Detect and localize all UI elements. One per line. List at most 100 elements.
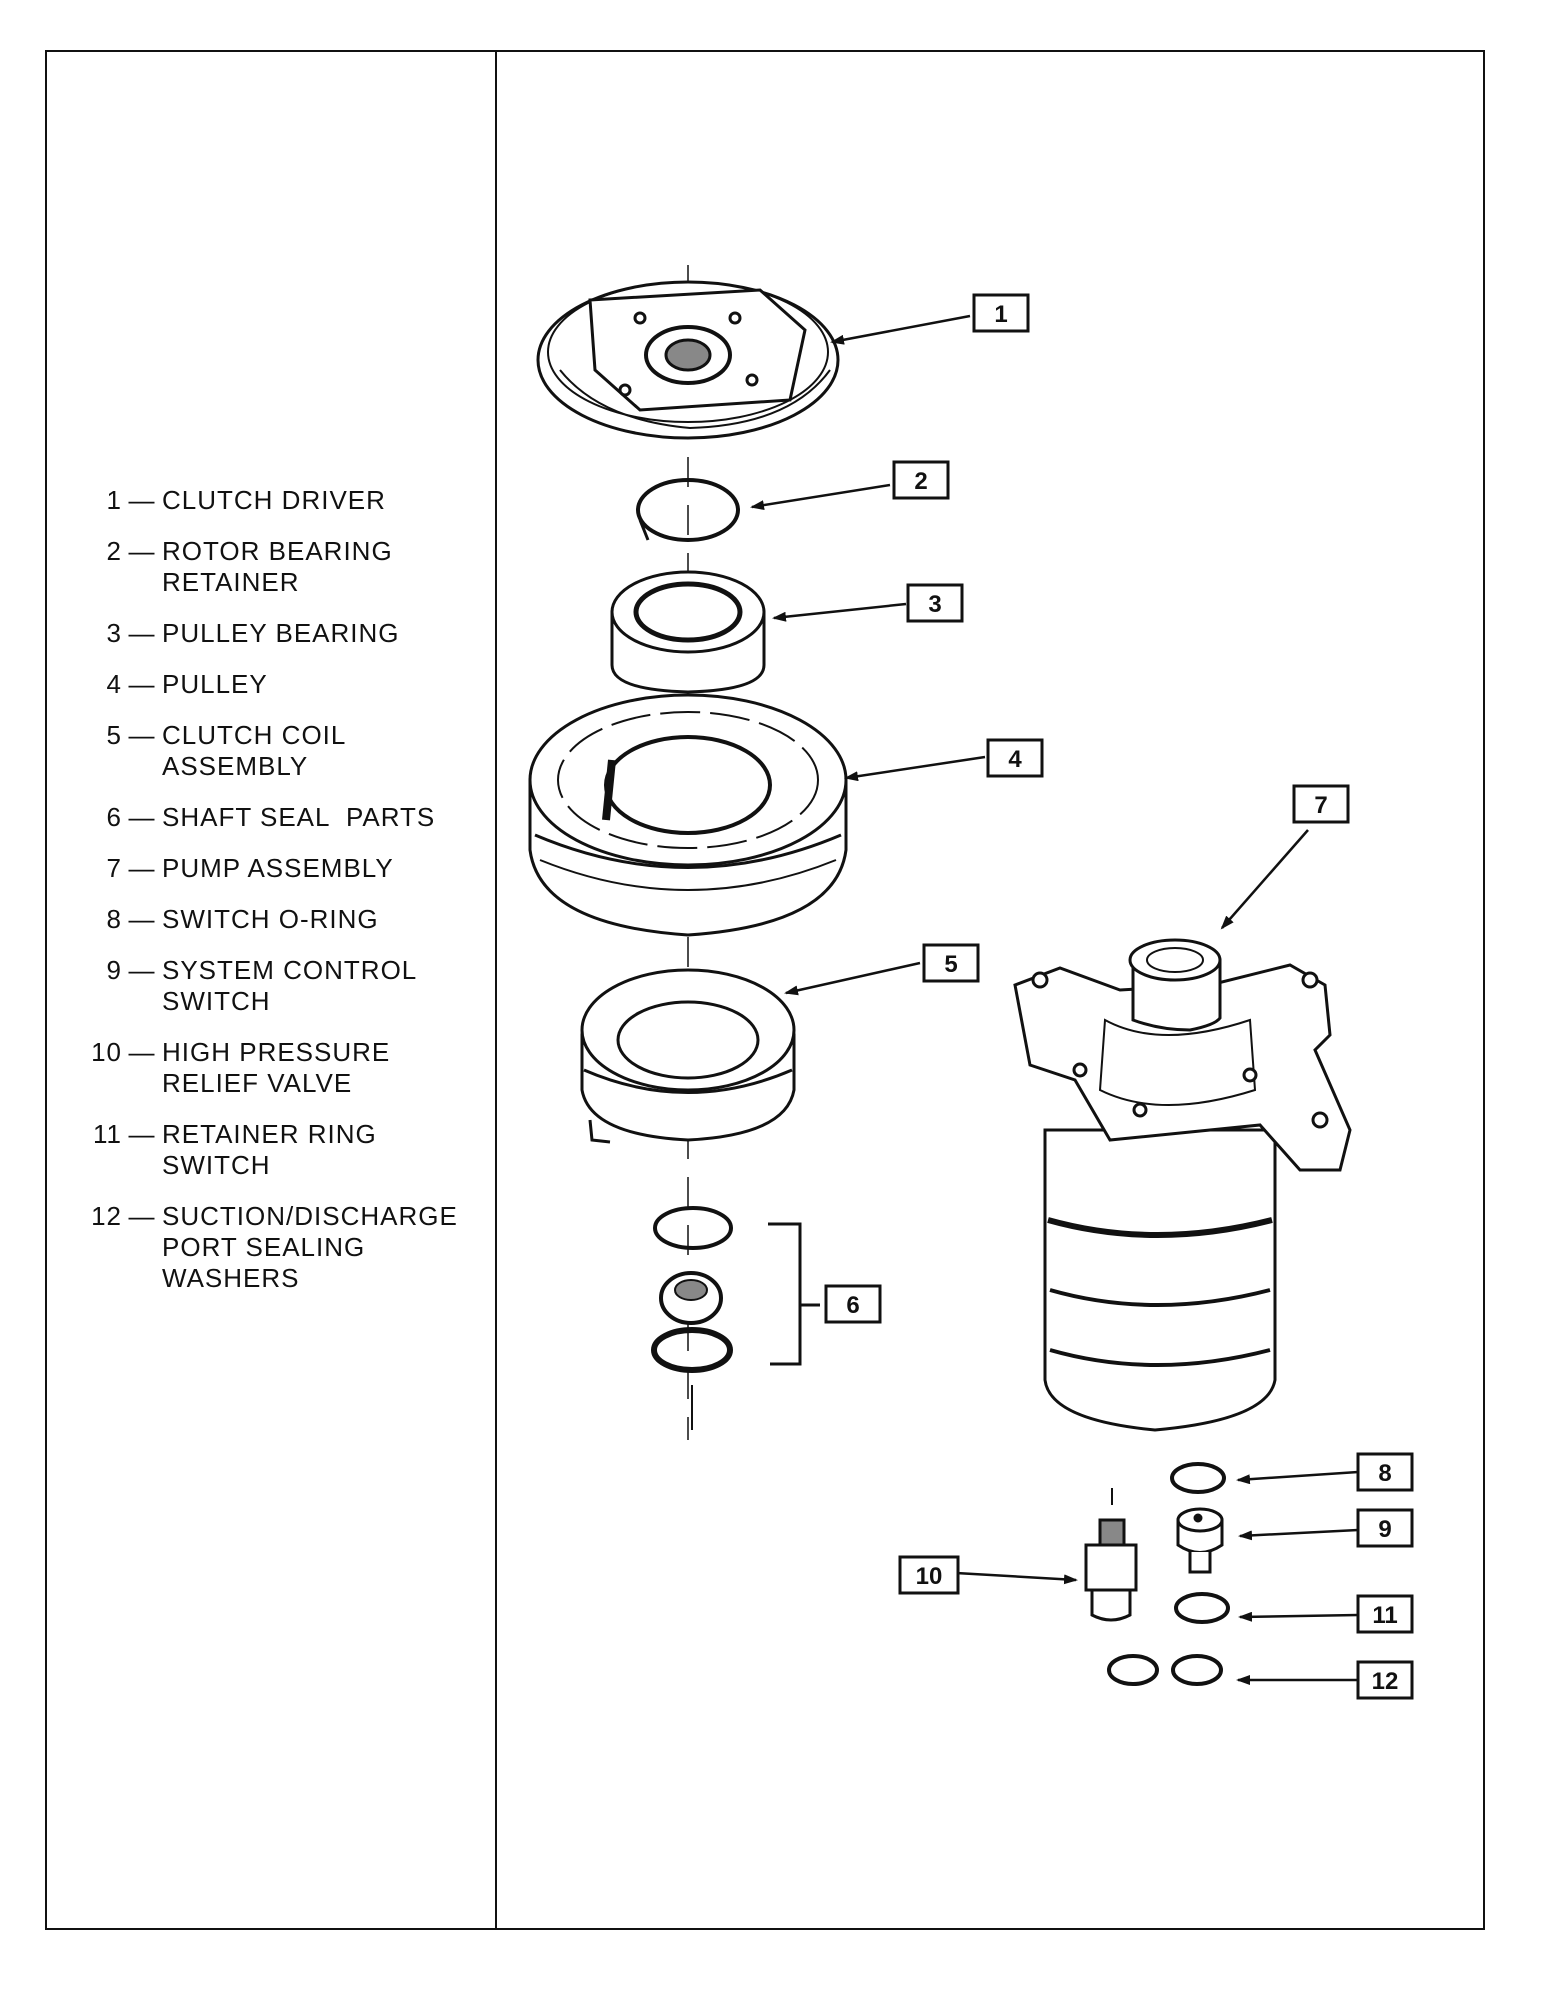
- leader-arrow-10: [955, 1571, 1078, 1585]
- legend-dash: —: [128, 955, 156, 985]
- callout-number-5: 5: [944, 951, 957, 978]
- legend-label-line: PULLEY: [162, 669, 268, 699]
- legend-label-line: HIGH PRESSURE: [162, 1037, 391, 1067]
- clutch-driver-part: [536, 280, 840, 440]
- callout-box-3: [906, 583, 964, 623]
- legend-dash: —: [128, 1201, 156, 1231]
- legend-label-line: CLUTCH COIL: [162, 720, 347, 750]
- legend-dash: —: [128, 720, 156, 750]
- leader-arrow-9: [1238, 1528, 1359, 1541]
- rotor-bearing-retainer-part: [636, 478, 740, 542]
- legend-number: 12: [91, 1201, 122, 1231]
- callout-box-7: [1292, 784, 1350, 824]
- leader-arrow-3: [772, 602, 907, 622]
- legend-dash: —: [128, 904, 156, 934]
- legend-label-line: SWITCH: [162, 1150, 271, 1180]
- legend-label-line: PORT SEALING: [162, 1232, 366, 1262]
- callout-box-6: [824, 1284, 882, 1324]
- callout-box-11: [1356, 1594, 1414, 1634]
- legend-label-line: PUMP ASSEMBLY: [162, 853, 394, 883]
- legend-number: 3: [106, 618, 122, 648]
- legend-item: 4—PULLEY: [72, 669, 492, 700]
- legend-dash: —: [128, 1037, 156, 1067]
- legend-dash: —: [128, 485, 156, 515]
- callout-number-11: 11: [1372, 1602, 1397, 1629]
- legend-label-line: ROTOR BEARING: [162, 536, 393, 566]
- legend-number: 6: [106, 802, 122, 832]
- callout-number-9: 9: [1378, 1516, 1391, 1543]
- legend-label-line: SYSTEM CONTROL: [162, 955, 418, 985]
- legend-label-line: SWITCH: [162, 986, 271, 1016]
- sealing-washers-part: [1107, 1654, 1223, 1686]
- legend-number: 5: [106, 720, 122, 750]
- leader-arrow-7: [1220, 829, 1309, 930]
- leader-arrow-11: [1238, 1611, 1359, 1622]
- pulley-bearing-part: [610, 570, 766, 694]
- leader-arrow-4: [844, 755, 986, 782]
- legend-label-line: CLUTCH DRIVER: [162, 485, 386, 515]
- callout-number-12: 12: [1372, 1668, 1399, 1695]
- legend-dash: —: [128, 1119, 156, 1149]
- clutch-coil-assembly-part: [580, 968, 796, 1144]
- pulley-part: [528, 693, 848, 937]
- legend-number: 9: [106, 955, 122, 985]
- shaft-seal-parts: [651, 1206, 820, 1430]
- legend-dash: —: [128, 669, 156, 699]
- leader-arrow-8: [1236, 1470, 1359, 1485]
- callout-box-10: [898, 1555, 960, 1595]
- leader-arrow-2: [750, 483, 891, 511]
- callout-number-2: 2: [914, 468, 927, 495]
- callout-number-4: 4: [1008, 746, 1022, 773]
- legend-label: PULLEY BEARING: [162, 618, 492, 649]
- legend-dash: —: [128, 536, 156, 566]
- legend-dash: —: [128, 802, 156, 832]
- legend-label-line: RETAINER: [162, 567, 300, 597]
- leader-arrow-5: [784, 961, 921, 996]
- column-divider: [495, 52, 497, 1928]
- legend-dash: —: [128, 618, 156, 648]
- legend-label-line: PULLEY BEARING: [162, 618, 400, 648]
- callout-number-3: 3: [928, 591, 941, 618]
- legend-item: 3—PULLEY BEARING: [72, 618, 492, 649]
- callout-number-6: 6: [846, 1292, 859, 1319]
- legend-number: 11: [93, 1119, 122, 1149]
- callout-box-1: [972, 293, 1030, 333]
- switch-o-ring-part: [1170, 1462, 1226, 1494]
- legend-label: SHAFT SEAL PARTS: [162, 802, 492, 833]
- leader-arrow-1: [830, 314, 971, 345]
- legend-label: CLUTCH DRIVER: [162, 485, 492, 516]
- callout-box-8: [1356, 1452, 1414, 1492]
- legend-number: 10: [91, 1037, 122, 1067]
- legend-label-line: SWITCH O-RING: [162, 904, 379, 934]
- legend-label-line: WASHERS: [162, 1263, 300, 1293]
- legend-item: 6—SHAFT SEAL PARTS: [72, 802, 492, 833]
- legend-number: 4: [106, 669, 122, 699]
- legend-label-line: SUCTION/DISCHARGE: [162, 1201, 458, 1231]
- callout-number-1: 1: [994, 301, 1007, 328]
- callout-number-10: 10: [916, 1563, 943, 1590]
- figure-frame: [45, 50, 1485, 1930]
- legend-item: 7—PUMP ASSEMBLY: [72, 853, 492, 884]
- callout-box-2: [892, 460, 950, 500]
- legend-number: 2: [106, 536, 122, 566]
- legend-number: 8: [106, 904, 122, 934]
- legend-dash: —: [128, 853, 156, 883]
- callout-box-5: [922, 943, 980, 983]
- callout-box-12: [1356, 1660, 1414, 1700]
- retainer-ring-switch-part: [1174, 1592, 1230, 1624]
- legend-label: PULLEY: [162, 669, 492, 700]
- callout-number-8: 8: [1378, 1460, 1391, 1487]
- legend-item: 8—SWITCH O-RING: [72, 904, 492, 935]
